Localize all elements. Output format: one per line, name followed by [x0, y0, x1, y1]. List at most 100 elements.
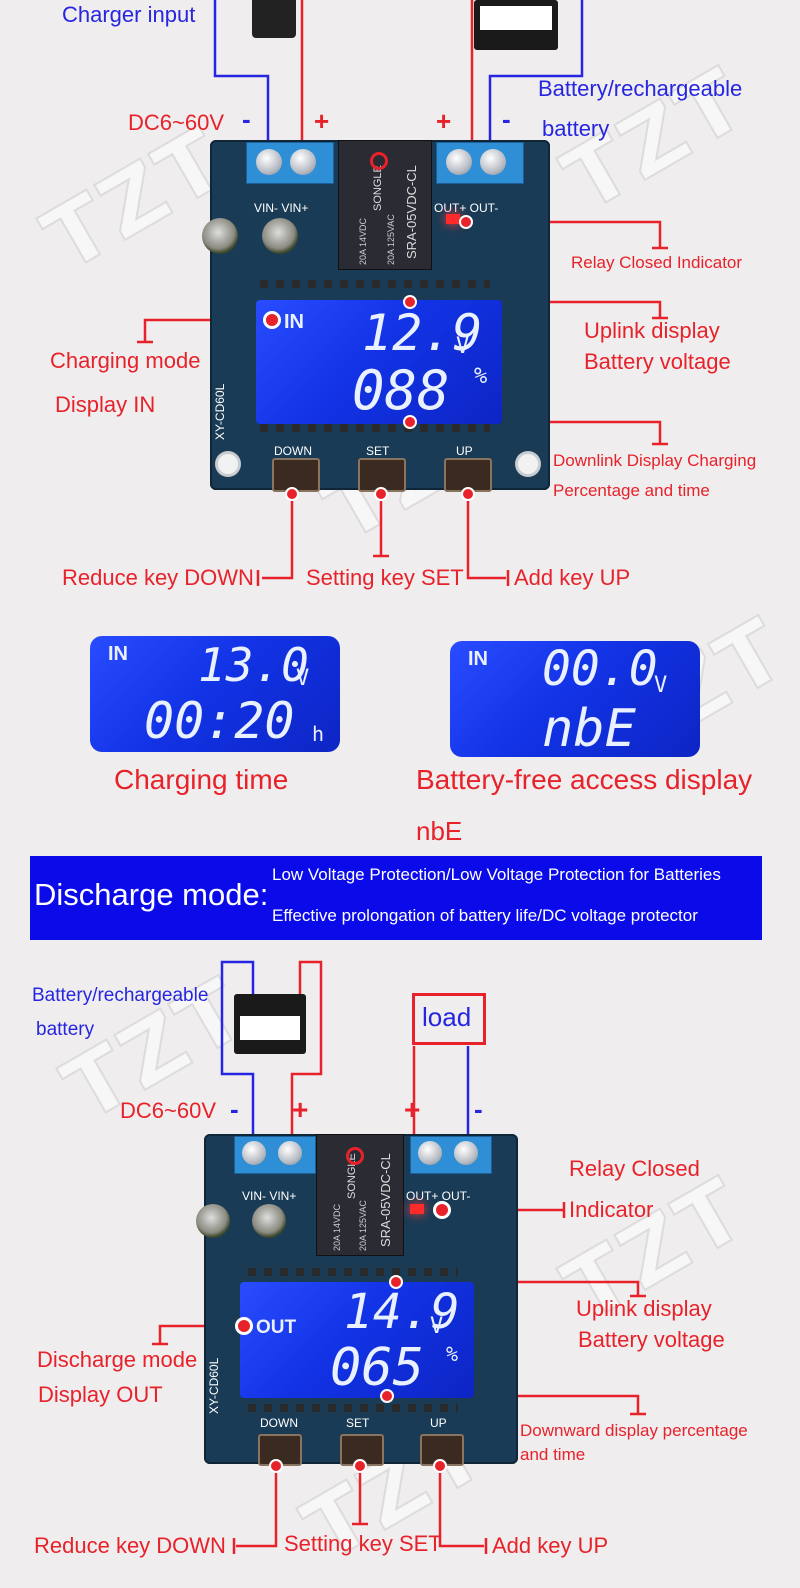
terminal-screw	[454, 1141, 478, 1165]
relay-rating-1: 20A 14VDC	[332, 1203, 342, 1251]
discharge-lcd-display: OUT 14.9 V 065 %	[240, 1282, 474, 1398]
terminal-screw	[446, 149, 472, 175]
banner-line1: Low Voltage Protection/Low Voltage Prote…	[272, 865, 721, 884]
capacitor	[196, 1204, 230, 1238]
relay-rating-2: 20A 125VAC	[358, 1200, 368, 1251]
battery-image	[234, 994, 306, 1054]
downlink-label-line1: Downlink Display Charging	[553, 451, 757, 470]
key-down-label: Reduce key DOWN	[62, 565, 254, 590]
example-bottom-value: nbE	[542, 699, 636, 759]
silkscreen-out: OUT+ OUT-	[406, 1189, 471, 1203]
btn-up-silk: UP	[430, 1416, 447, 1430]
down-button[interactable]	[272, 458, 320, 492]
key-set-label: Setting key SET	[284, 1531, 442, 1556]
battery-free-caption-line1: Battery-free access display	[416, 764, 753, 795]
example-bottom-unit: h	[312, 722, 325, 746]
battery-label-line2: battery	[542, 116, 610, 141]
terminal-minus-left: -	[230, 1094, 239, 1124]
down-key-dot	[285, 487, 299, 501]
lcd-mode: OUT	[256, 1317, 297, 1338]
pin-header	[248, 1268, 458, 1276]
uplink-label-line2: Battery voltage	[584, 349, 731, 374]
terminal-screw	[480, 149, 506, 175]
relay-indicator-dot	[459, 215, 473, 229]
charging-time-display: IN 13.0 V 00:20 h	[90, 636, 340, 752]
btn-down-silk: DOWN	[274, 444, 312, 458]
mode-dot	[235, 1317, 253, 1335]
btn-set-silk: SET	[366, 444, 390, 458]
up-key-dot	[461, 487, 475, 501]
downlink-label-line2: Percentage and time	[553, 481, 710, 500]
up-button[interactable]	[444, 458, 492, 492]
relay-indicator-label: Relay Closed Indicator	[571, 253, 743, 272]
example-top-unit: V	[654, 673, 668, 698]
terminal-screw	[256, 149, 282, 175]
terminal-plus-left: +	[314, 106, 330, 136]
battery-image	[474, 0, 558, 50]
mounting-hole	[518, 454, 538, 474]
charge-lcd-display: IN 12.9 V 088 %	[256, 300, 502, 424]
load-box	[412, 993, 486, 1045]
example-top-value: 00.0	[542, 641, 658, 697]
silkscreen-out: OUT+ OUT-	[434, 201, 499, 215]
charger-input-label: Charger input	[62, 2, 196, 27]
silkscreen-vin: VIN- VIN+	[242, 1189, 297, 1203]
downlink-dot	[403, 415, 417, 429]
battery-label-line1: Battery/rechargeable	[538, 76, 743, 101]
battery-label-line1: Battery/rechargeable	[32, 985, 209, 1006]
lcd-bottom-unit: %	[474, 364, 488, 389]
relay-label-line2: Indicator	[569, 1197, 654, 1222]
terminal-screw	[278, 1141, 302, 1165]
load-label: load	[422, 1002, 472, 1032]
set-button[interactable]	[358, 458, 406, 492]
example-top-value: 13.0	[198, 638, 309, 692]
terminal-screw	[242, 1141, 266, 1165]
downward-label-line2: and time	[520, 1445, 586, 1464]
relay-indicator-dot	[433, 1201, 451, 1219]
voltage-range-label: DC6~60V	[128, 110, 225, 135]
battery-free-caption-line2: nbE	[416, 816, 463, 846]
set-key-dot	[374, 487, 388, 501]
capacitor	[252, 1204, 286, 1238]
terminal-minus-right: -	[474, 1094, 483, 1124]
example-bottom-value: 00:20	[144, 692, 295, 750]
key-up-label: Add key UP	[492, 1533, 609, 1558]
btn-down-silk: DOWN	[260, 1416, 298, 1430]
relay-led	[410, 1204, 424, 1214]
voltage-range-label: DC6~60V	[120, 1098, 217, 1123]
uplink-label-line1: Uplink display	[576, 1296, 712, 1321]
example-mode: IN	[108, 643, 128, 665]
relay-label-line1: Relay Closed	[569, 1156, 700, 1181]
relay-switch-symbol	[346, 1147, 364, 1165]
battery-label-line2: battery	[36, 1019, 95, 1040]
terminal-minus-left: -	[242, 104, 251, 134]
relay-switch-symbol	[370, 152, 388, 170]
relay-led	[446, 214, 460, 224]
mode-dot	[263, 311, 281, 329]
discharge-mode-banner: Discharge mode: Low Voltage Protection/L…	[30, 856, 762, 940]
lcd-bottom-unit: %	[446, 1342, 459, 1366]
btn-up-silk: UP	[456, 444, 473, 458]
key-up-label: Add key UP	[514, 565, 631, 590]
mode-label-line2: Display IN	[55, 392, 156, 417]
charger-adapter-image	[252, 0, 296, 38]
lcd-top-unit: V	[456, 334, 470, 359]
capacitor	[262, 218, 298, 254]
example-top-unit: V	[296, 666, 310, 691]
terminal-screw	[418, 1141, 442, 1165]
relay-model: SRA-05VDC-CL	[378, 1153, 393, 1247]
downward-dot	[380, 1389, 394, 1403]
btn-set-silk: SET	[346, 1416, 370, 1430]
down-key-dot	[269, 1459, 283, 1473]
silkscreen-vin: VIN- VIN+	[254, 201, 309, 215]
set-key-dot	[353, 1459, 367, 1473]
capacitor	[202, 218, 238, 254]
battery-free-display: IN 00.0 V nbE	[450, 641, 700, 757]
charging-time-caption: Charging time	[114, 764, 289, 795]
pin-header	[260, 280, 490, 288]
mode-label-line1: Charging mode	[50, 348, 201, 373]
banner-title: Discharge mode:	[34, 877, 269, 912]
lcd-top-unit: V	[430, 1314, 444, 1339]
mode-label-line2: Display OUT	[38, 1382, 163, 1407]
